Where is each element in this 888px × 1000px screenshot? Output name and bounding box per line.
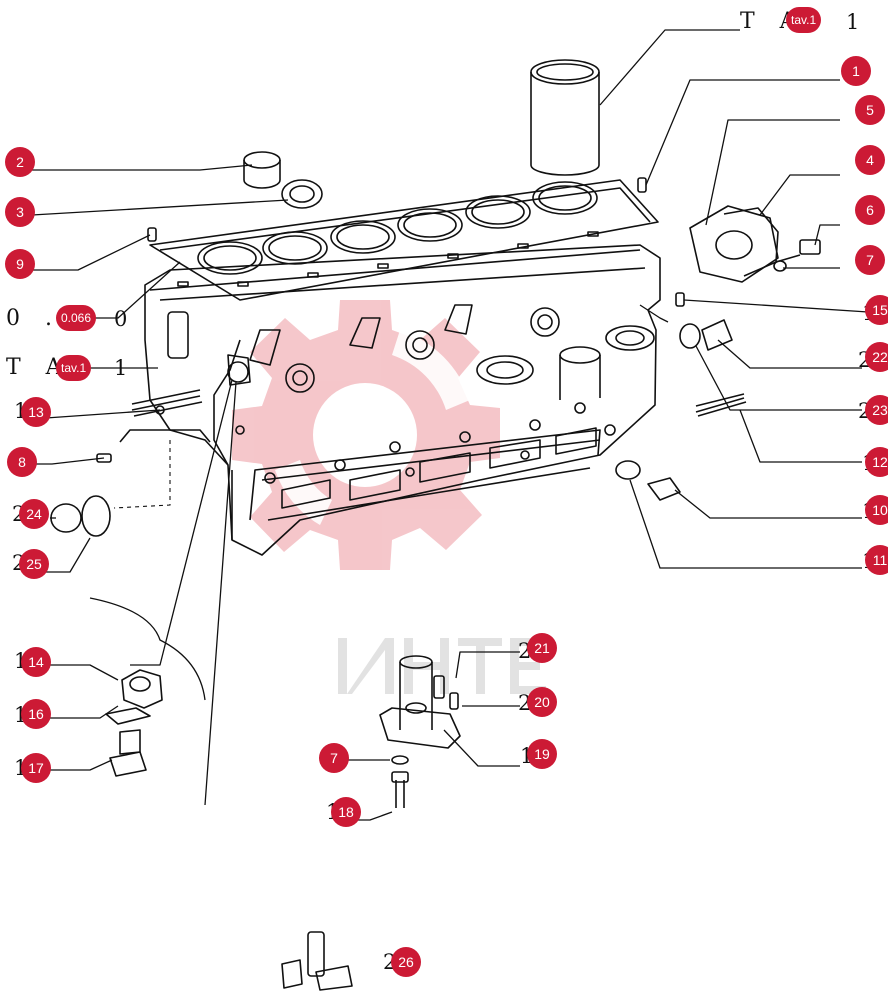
callout-3[interactable]: 3 — [5, 197, 35, 227]
engine-block — [144, 244, 661, 556]
callout-9[interactable]: 9 — [5, 249, 35, 279]
callout-5[interactable]: 5 — [855, 95, 885, 125]
watermark-gear — [232, 300, 500, 570]
callout-23[interactable]: 23 — [865, 395, 888, 425]
callout-21[interactable]: 21 — [527, 633, 557, 663]
side-ref-2-tail: 1 — [114, 356, 128, 380]
callout-26[interactable]: 26 — [391, 947, 421, 977]
callout-11[interactable]: 11 — [865, 545, 888, 575]
side-ref-1-tag[interactable]: 0.066 — [56, 305, 97, 331]
callout-14[interactable]: 14 — [21, 647, 51, 677]
callout-7a[interactable]: 7 — [855, 245, 885, 275]
callout-16[interactable]: 16 — [21, 699, 51, 729]
header-ref-tail: 1 — [846, 10, 860, 34]
side-ref-2-text: T A — [6, 355, 71, 380]
callout-10[interactable]: 10 — [865, 495, 888, 525]
header-ref-tag[interactable]: tav.1 — [786, 7, 822, 33]
callout-20[interactable]: 20 — [527, 687, 557, 717]
callout-18[interactable]: 18 — [331, 797, 361, 827]
flange-cover — [689, 205, 821, 283]
callout-15[interactable]: 15 — [865, 295, 888, 325]
banjo-fitting — [105, 669, 163, 777]
callout-25[interactable]: 25 — [19, 549, 49, 579]
callout-22[interactable]: 22 — [865, 342, 888, 372]
header-ref-text: T A — [740, 9, 805, 34]
callout-7b[interactable]: 7 — [319, 743, 349, 773]
callout-17[interactable]: 17 — [21, 753, 51, 783]
side-ref-1-tail: 0 — [114, 307, 128, 331]
callout-8[interactable]: 8 — [7, 447, 37, 477]
head-gasket — [149, 179, 659, 301]
callout-12[interactable]: 12 — [865, 447, 888, 477]
plug-and-seal — [243, 151, 323, 209]
callout-24[interactable]: 24 — [19, 499, 49, 529]
side-ref-2-tag[interactable]: tav.1 — [56, 355, 92, 381]
leader-lines — [30, 29, 869, 821]
callout-13[interactable]: 13 — [21, 397, 51, 427]
side-ref-1-text: 0 . — [6, 306, 61, 331]
watermark-text — [338, 638, 546, 694]
pump-bracket — [379, 655, 461, 808]
left-parts — [50, 354, 251, 537]
cylinder-liner — [530, 59, 600, 176]
tool-item-26 — [281, 931, 353, 991]
callout-4[interactable]: 4 — [855, 145, 885, 175]
callout-6[interactable]: 6 — [855, 195, 885, 225]
callout-2[interactable]: 2 — [5, 147, 35, 177]
callout-1a[interactable]: 1 — [841, 56, 871, 86]
right-parts — [615, 319, 747, 501]
dashed-guide — [113, 440, 171, 509]
callout-19[interactable]: 19 — [527, 739, 557, 769]
